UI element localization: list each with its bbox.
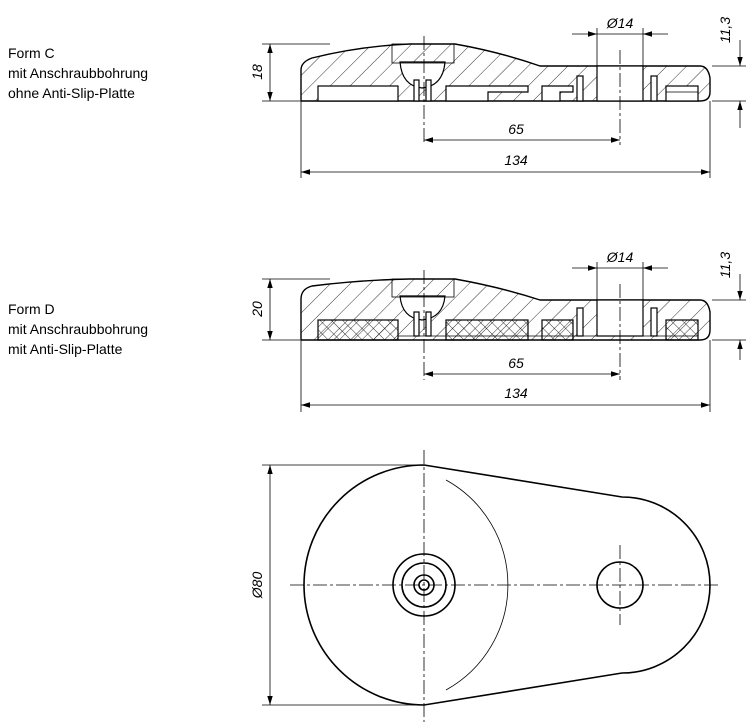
top-view-ball-center-circle (418, 579, 430, 591)
form-c-title: Form C (8, 45, 55, 61)
form-c-ball (399, 61, 446, 89)
form-c-section-view: 18 Ø14 11,3 65 134 (249, 15, 746, 178)
form-d-ball (399, 295, 446, 321)
form-d-seat (391, 278, 455, 298)
form-c-bore (596, 65, 644, 102)
form-c-recess-1 (317, 85, 399, 102)
form-d-antislip-2 (445, 319, 529, 341)
form-c-slot-2 (425, 79, 432, 102)
top-view: Ø80 (249, 450, 718, 722)
form-c-desc-1: mit Anschraubbohrung (8, 65, 149, 81)
form-d-antislip-3 (541, 319, 574, 341)
top-view-ball-inner-circle (413, 574, 435, 596)
form-d-antislip-4 (665, 319, 699, 341)
form-d-length-label: 134 (504, 385, 528, 401)
form-d-slot-4 (650, 307, 658, 337)
form-c-spacing-label: 65 (508, 121, 524, 137)
form-c-height-label: 18 (249, 64, 265, 80)
form-d-desc-1: mit Anschraubbohrung (8, 321, 149, 337)
form-d-desc-2: mit Anti-Slip-Platte (8, 341, 123, 357)
form-d-slot-3 (576, 307, 584, 337)
form-d-spacing-label: 65 (508, 355, 524, 371)
form-c-recess-4 (665, 85, 699, 102)
top-view-diameter-label: Ø80 (249, 572, 265, 600)
form-c-recess-2 (445, 85, 529, 102)
form-c-slot-4 (650, 75, 658, 102)
form-c-seat (391, 43, 455, 64)
top-view-ball-outer-circle (392, 553, 456, 617)
form-c-label: Form C mit Anschraubbohrung ohne Anti-Sl… (8, 43, 148, 103)
form-d-slot-2 (425, 311, 432, 337)
form-c-slot-1 (413, 79, 420, 102)
form-c-length-label: 134 (504, 152, 528, 168)
form-c-desc-2: ohne Anti-Slip-Platte (8, 85, 135, 101)
form-c-recess-3 (541, 85, 574, 102)
top-view-ball-mid-circle (401, 562, 447, 608)
form-d-slot-1 (413, 311, 420, 337)
form-d-bore-label: Ø14 (606, 249, 634, 265)
form-d-height-label: 20 (249, 301, 265, 318)
form-c-slot-3 (576, 75, 584, 102)
form-d-label: Form D mit Anschraubbohrung mit Anti-Sli… (8, 299, 148, 359)
top-view-mounting-hole (596, 561, 644, 609)
form-d-antislip-1 (317, 319, 399, 341)
form-d-title: Form D (8, 301, 55, 317)
form-d-offset-label: 11,3 (717, 252, 733, 278)
form-c-bore-label: Ø14 (606, 15, 634, 31)
form-d-section-view: 20 Ø14 11,3 65 134 (249, 249, 746, 412)
form-c-offset-label: 11,3 (717, 17, 733, 43)
